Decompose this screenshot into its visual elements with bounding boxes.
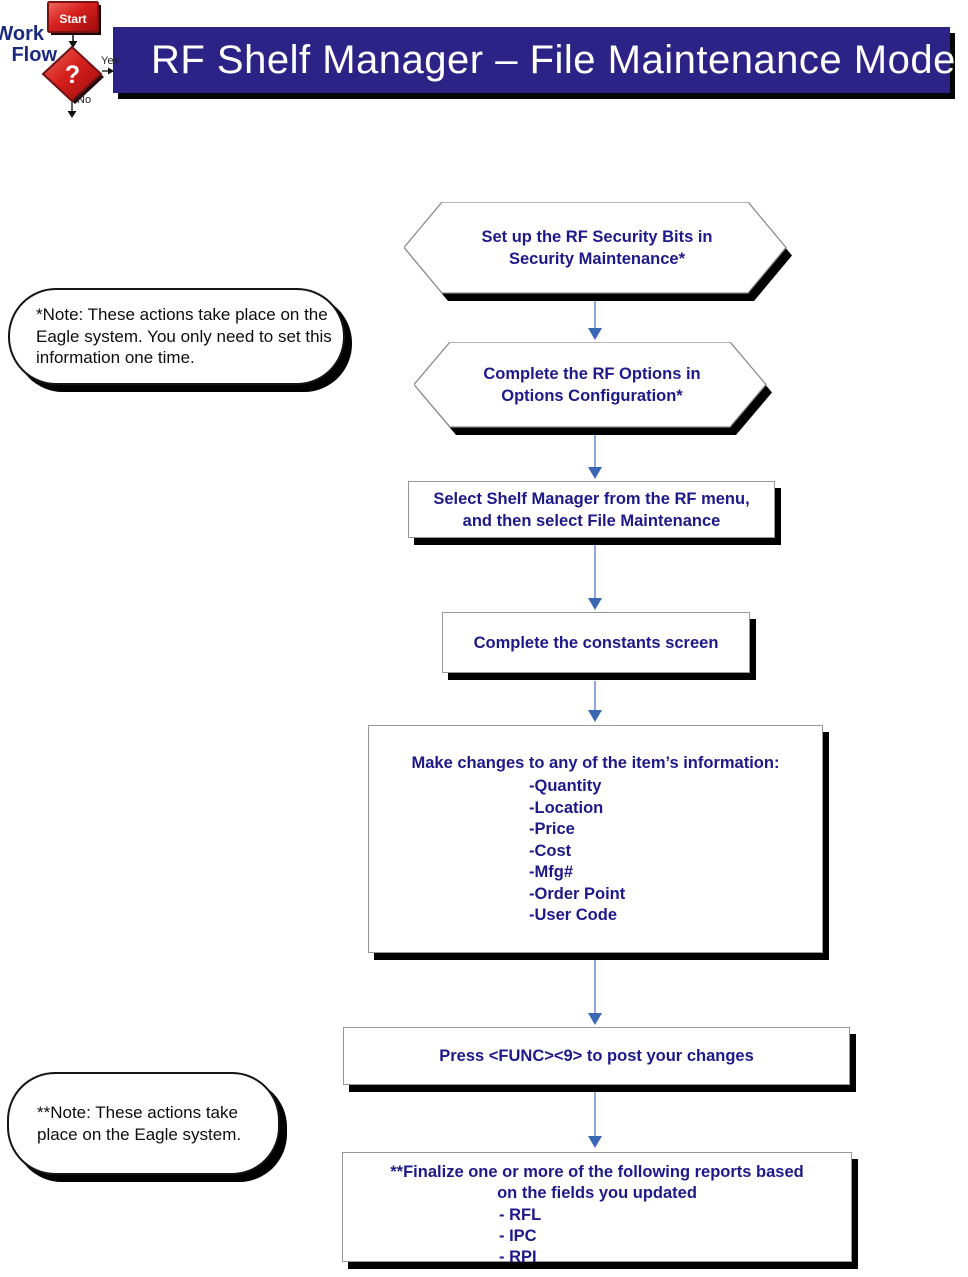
- title-bar: RF Shelf Manager – File Maintenance Mode: [113, 27, 955, 93]
- step-text-line: and then select File Maintenance: [462, 511, 721, 530]
- list-item: -Price: [529, 820, 575, 838]
- flow-step-complete-constants: Complete the constants screen: [442, 612, 750, 673]
- flow-arrow: [588, 1087, 602, 1148]
- list-item: -Mfg#: [529, 863, 573, 881]
- note-callout-eagle-system: **Note: These actions take place on the …: [7, 1072, 280, 1175]
- note-text-line: **Note: These actions take: [37, 1103, 238, 1122]
- list-item: - RPI: [499, 1248, 537, 1266]
- list-item: - RFL: [499, 1206, 542, 1224]
- note-text-line: *Note: These actions take place on the: [36, 305, 328, 325]
- start-label: Start: [59, 12, 86, 26]
- step-heading: **Finalize one or more of the following …: [343, 1162, 851, 1204]
- arrowhead-icon: [67, 111, 77, 118]
- step-text-line: Options Configuration*: [501, 387, 683, 405]
- decision-diamond: [41, 45, 103, 103]
- logo-work-label: Work: [0, 23, 45, 45]
- step-text-line: Complete the RF Options in: [483, 365, 701, 383]
- flow-step-finalize-reports: **Finalize one or more of the following …: [342, 1152, 852, 1266]
- note-text-line: place on the Eagle system.: [37, 1124, 242, 1144]
- list-item: -Cost: [529, 841, 572, 860]
- list-item: -Location: [529, 798, 604, 817]
- flow-step-press-func9: Press <FUNC><9> to post your changes: [343, 1027, 850, 1085]
- list-item: -Order Point: [529, 884, 626, 903]
- flow-step-complete-rf-options: Complete the RF Options in Options Confi…: [414, 342, 776, 437]
- page-title: RF Shelf Manager – File Maintenance Mode: [151, 37, 956, 82]
- note-text-line: information one time.: [36, 348, 195, 368]
- step-text-line: Press <FUNC><9> to post your changes: [439, 1047, 754, 1065]
- step-text-line: on the fields you updated: [497, 1184, 697, 1202]
- item-field-list: -Quantity -Location -Price -Cost -Mfg# -…: [529, 776, 822, 927]
- flow-arrow: [588, 960, 602, 1025]
- yes-label: Yes: [101, 55, 119, 67]
- flow-step-setup-security-bits: Set up the RF Security Bits in Security …: [404, 202, 796, 303]
- flow-step-select-shelf-manager: Select Shelf Manager from the RF menu, a…: [408, 481, 775, 538]
- flow-arrow: [588, 681, 602, 722]
- decision-question-mark: ?: [65, 61, 80, 89]
- step-text-line: **Finalize one or more of the following …: [390, 1163, 804, 1181]
- hexagon-shape: [404, 202, 787, 294]
- step-heading: Make changes to any of the item’s inform…: [411, 754, 780, 772]
- arrowhead-icon: [68, 41, 78, 48]
- flow-step-make-changes: Make changes to any of the item’s inform…: [368, 725, 823, 953]
- step-text-line: Select Shelf Manager from the RF menu,: [433, 489, 750, 508]
- report-list: - RFL - IPC - RPI: [499, 1205, 851, 1268]
- hexagon-shape: [414, 342, 767, 428]
- note-text-line: Eagle system. You only need to set this: [36, 326, 332, 346]
- flow-arrow: [588, 301, 602, 340]
- step-text-line: Set up the RF Security Bits in: [481, 228, 713, 246]
- step-text-line: Complete the constants screen: [473, 633, 719, 652]
- flow-arrow: [588, 545, 602, 610]
- flow-arrow: [588, 434, 602, 479]
- list-item: -Quantity: [529, 777, 602, 795]
- logo-flow-label: Flow: [11, 44, 57, 66]
- no-label: No: [77, 94, 91, 106]
- workflow-logo: Work Flow Start ? Yes No: [0, 1, 119, 118]
- arrowhead-icon: [108, 67, 114, 75]
- list-item: -User Code: [529, 906, 618, 924]
- list-item: - IPC: [499, 1227, 537, 1245]
- note-callout-eagle-onetime: *Note: These actions take place on the E…: [8, 288, 345, 385]
- start-node: [47, 1, 99, 33]
- step-text-line: Security Maintenance*: [508, 250, 686, 268]
